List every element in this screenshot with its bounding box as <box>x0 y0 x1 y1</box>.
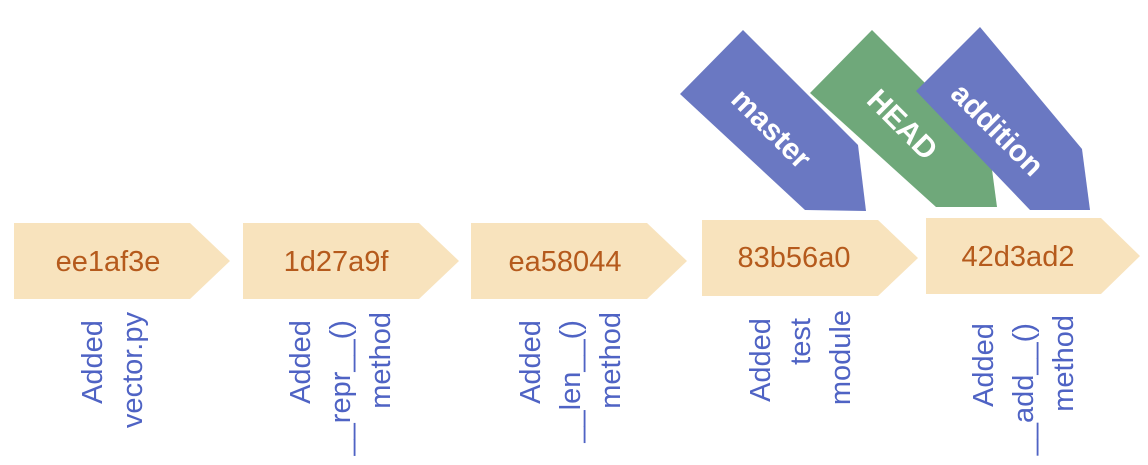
commit-message: Added vector.py <box>77 312 149 429</box>
commit-83b56a0: 83b56a0 Added test module <box>702 220 918 405</box>
commit-hash: 42d3ad2 <box>962 241 1075 273</box>
commit-hash: ea58044 <box>509 246 622 278</box>
commit-message: Added test module <box>745 310 857 405</box>
commit-42d3ad2: 42d3ad2 Added __add__() method <box>926 218 1140 456</box>
commit-message-line: __add__() <box>1008 323 1040 456</box>
commit-hash: 83b56a0 <box>738 242 851 274</box>
head-arrow-shape <box>810 30 997 207</box>
commit-1d27a9f: 1d27a9f Added __repr__() method <box>243 223 459 456</box>
commit-message-line: method <box>1048 315 1080 412</box>
commit-message: Added __add__() method <box>968 315 1080 456</box>
commit-message: Added __len__() method <box>515 312 627 444</box>
commit-message: Added __repr__() method <box>285 312 397 456</box>
addition-arrow-shape <box>916 27 1090 210</box>
commit-message-line: Added <box>968 323 1000 407</box>
commit-message-line: method <box>595 312 627 409</box>
commit-arrow-shape <box>926 218 1140 294</box>
commit-message-line: vector.py <box>117 312 149 429</box>
commit-message-line: Added <box>515 320 547 404</box>
commit-message-line: method <box>365 312 397 409</box>
commit-arrow-shape <box>243 223 459 299</box>
commit-message-line: Added <box>285 320 317 404</box>
master-branch-pointer: master <box>680 30 866 211</box>
commit-arrow-shape <box>702 220 918 296</box>
master-arrow-shape <box>680 30 866 211</box>
commit-ea58044: ea58044 Added __len__() method <box>471 223 687 444</box>
commit-message-line: module <box>825 310 857 405</box>
commit-message-line: Added <box>77 320 109 404</box>
commit-hash: ee1af3e <box>56 246 161 278</box>
commit-message-line: test <box>785 318 817 365</box>
commit-message-line: __len__() <box>555 320 587 444</box>
commit-message-line: __repr__() <box>325 320 357 456</box>
commit-message-line: Added <box>745 318 777 402</box>
commit-arrow-shape <box>471 223 687 299</box>
commit-ee1af3e: ee1af3e Added vector.py <box>14 223 230 428</box>
commit-arrow-shape <box>14 223 230 299</box>
commit-hash: 1d27a9f <box>284 246 390 278</box>
